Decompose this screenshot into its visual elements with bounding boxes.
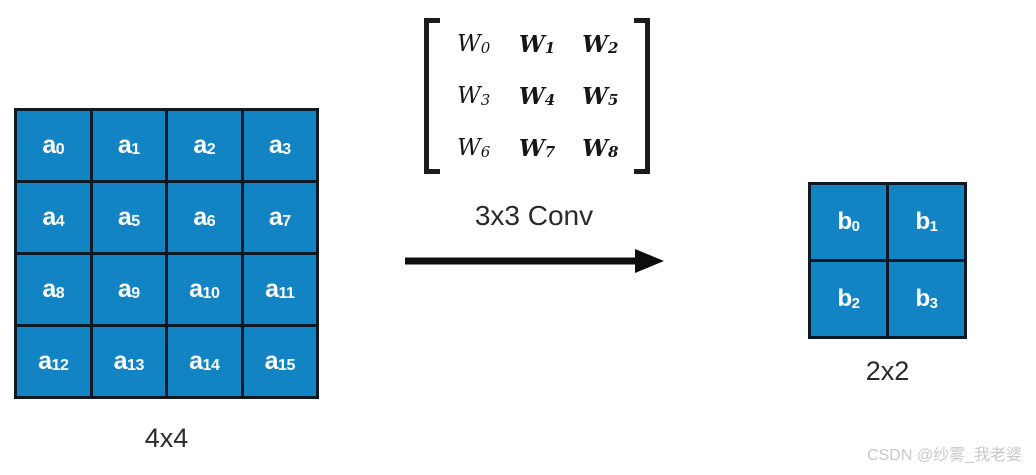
cell-subscript-index: 4 bbox=[55, 212, 65, 230]
cell-base-symbol: W bbox=[582, 82, 609, 110]
cell-subscript-index: 0 bbox=[480, 38, 491, 57]
cell-base-symbol: a bbox=[193, 203, 207, 231]
cell-subscript-index: 14 bbox=[202, 356, 220, 374]
cell-subscript-index: 6 bbox=[206, 212, 216, 230]
cell-base-symbol: a bbox=[42, 131, 56, 159]
matrix-left-bracket bbox=[424, 18, 440, 174]
cell-base-symbol: a bbox=[117, 203, 132, 231]
cell-base-symbol: a bbox=[189, 347, 203, 375]
cell-base-symbol: W bbox=[582, 134, 609, 162]
cell-subscript-index: 0 bbox=[55, 140, 65, 158]
cell-base-symbol: a bbox=[189, 275, 203, 303]
cell-subscript-index: 3 bbox=[929, 294, 938, 312]
cell-subscript-index: 6 bbox=[480, 142, 491, 161]
cell-base-symbol: a bbox=[42, 203, 56, 231]
cell-base-symbol: a bbox=[193, 131, 207, 159]
cell-subscript-index: 7 bbox=[282, 212, 291, 230]
cell-subscript-index: 2 bbox=[851, 294, 860, 312]
cell-base-symbol: W bbox=[518, 30, 545, 58]
cell-subscript-index: 5 bbox=[131, 212, 140, 230]
cell-subscript-index: 1 bbox=[929, 217, 938, 235]
cell-subscript-index: 13 bbox=[127, 356, 144, 374]
cell-base-symbol: a bbox=[117, 131, 132, 159]
cell-subscript-index: 2 bbox=[206, 140, 216, 158]
cell-base-symbol: b bbox=[837, 285, 852, 312]
cell-base-symbol: a bbox=[38, 347, 52, 375]
cell-base-symbol: a bbox=[264, 347, 279, 375]
cell-base-symbol: a bbox=[268, 203, 283, 231]
cell-base-symbol: a bbox=[117, 275, 132, 303]
cell-subscript-index: 8 bbox=[55, 284, 65, 302]
cell-base-symbol: b bbox=[915, 208, 930, 235]
cell-subscript-index: 9 bbox=[131, 284, 140, 302]
cell-base-symbol: a bbox=[265, 275, 279, 303]
cell-subscript-index: 10 bbox=[202, 284, 220, 302]
cell-base-symbol: W bbox=[582, 30, 609, 58]
cell-subscript-index: 12 bbox=[51, 356, 69, 374]
csdn-watermark: CSDN @纱雾_我老婆 bbox=[867, 447, 1022, 464]
cell-subscript-index: 5 bbox=[608, 90, 619, 109]
cell-base-symbol: a bbox=[113, 347, 128, 375]
cell-subscript-index: 1 bbox=[131, 140, 140, 158]
input-grid-size-label: 4x4 bbox=[144, 423, 189, 453]
cell-base-symbol: a bbox=[268, 131, 283, 159]
cell-subscript-index: 3 bbox=[480, 90, 491, 109]
matrix-right-bracket bbox=[634, 18, 650, 174]
cell-base-symbol: W bbox=[518, 82, 545, 110]
cell-subscript-index: 8 bbox=[608, 142, 619, 161]
cell-base-symbol: b bbox=[837, 208, 852, 235]
cell-subscript-index: 15 bbox=[278, 356, 295, 374]
cell-base-symbol: W bbox=[457, 82, 481, 109]
cell-subscript-index: 11 bbox=[278, 284, 295, 302]
cell-base-symbol: b bbox=[915, 285, 930, 312]
cell-base-symbol: a bbox=[42, 275, 56, 303]
cell-base-symbol: W bbox=[518, 134, 545, 162]
cell-subscript-index: 3 bbox=[282, 140, 291, 158]
cell-subscript-index: 1 bbox=[544, 38, 556, 57]
cell-subscript-index: 7 bbox=[544, 142, 556, 161]
cell-subscript-index: 4 bbox=[544, 90, 556, 109]
cell-base-symbol: W bbox=[457, 30, 481, 57]
cell-subscript-index: 0 bbox=[851, 217, 860, 235]
cell-base-symbol: W bbox=[457, 134, 481, 161]
conv-operation-label: 3x3 Conv bbox=[474, 200, 594, 231]
output-grid-size-label: 2x2 bbox=[865, 356, 910, 386]
cell-subscript-index: 2 bbox=[608, 38, 619, 57]
right-arrow-icon bbox=[405, 249, 664, 273]
